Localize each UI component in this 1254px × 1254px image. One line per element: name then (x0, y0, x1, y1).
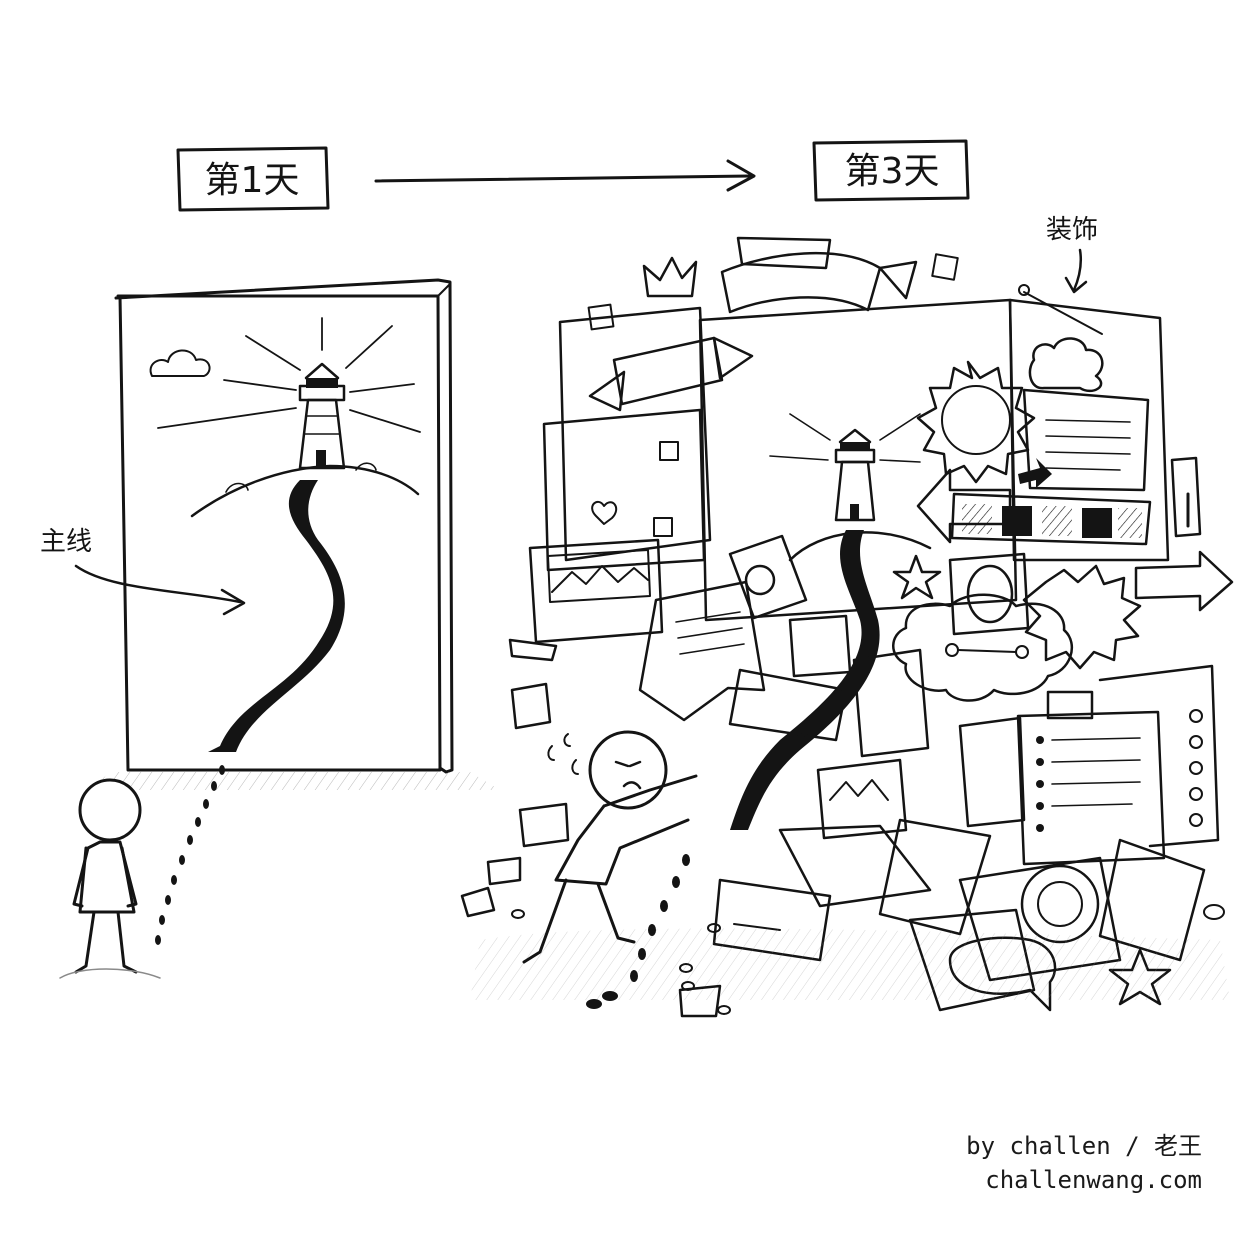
decoration-label: 装饰 (1046, 215, 1098, 245)
walker-figure (59, 778, 161, 979)
speech-bubble (892, 593, 1074, 702)
lighthouse-icon (834, 428, 876, 522)
checklist-card (1016, 690, 1166, 866)
credit-author: by challen / 老王 (966, 1132, 1202, 1160)
day3-pile (460, 236, 1234, 1018)
main-line-arrow (74, 564, 246, 616)
day3-label-box: 第3天 (812, 139, 970, 202)
main-line-label: 主线 (40, 527, 92, 557)
main-road (208, 480, 345, 752)
light-rays (157, 317, 421, 433)
day1-label-box: 第1天 (176, 146, 330, 212)
star-icon (892, 554, 942, 600)
decoration-arrow (1064, 248, 1088, 294)
stripe-bar (950, 492, 1152, 546)
day3-label: 第3天 (845, 151, 940, 192)
burst-badge (1022, 564, 1142, 670)
day-arrow (374, 159, 756, 192)
credit-site: challenwang.com (985, 1166, 1202, 1194)
day1-label: 第1天 (205, 160, 300, 201)
footprints-day1 (155, 765, 225, 945)
sun-badge (916, 360, 1036, 484)
struggling-figure (522, 730, 698, 964)
cloud-icon (149, 349, 211, 377)
lighthouse-icon (298, 362, 346, 470)
chart-card (528, 538, 664, 644)
footprints-day3 (586, 854, 690, 1009)
crown-icon (642, 256, 698, 298)
day1-canvas (90, 278, 500, 790)
